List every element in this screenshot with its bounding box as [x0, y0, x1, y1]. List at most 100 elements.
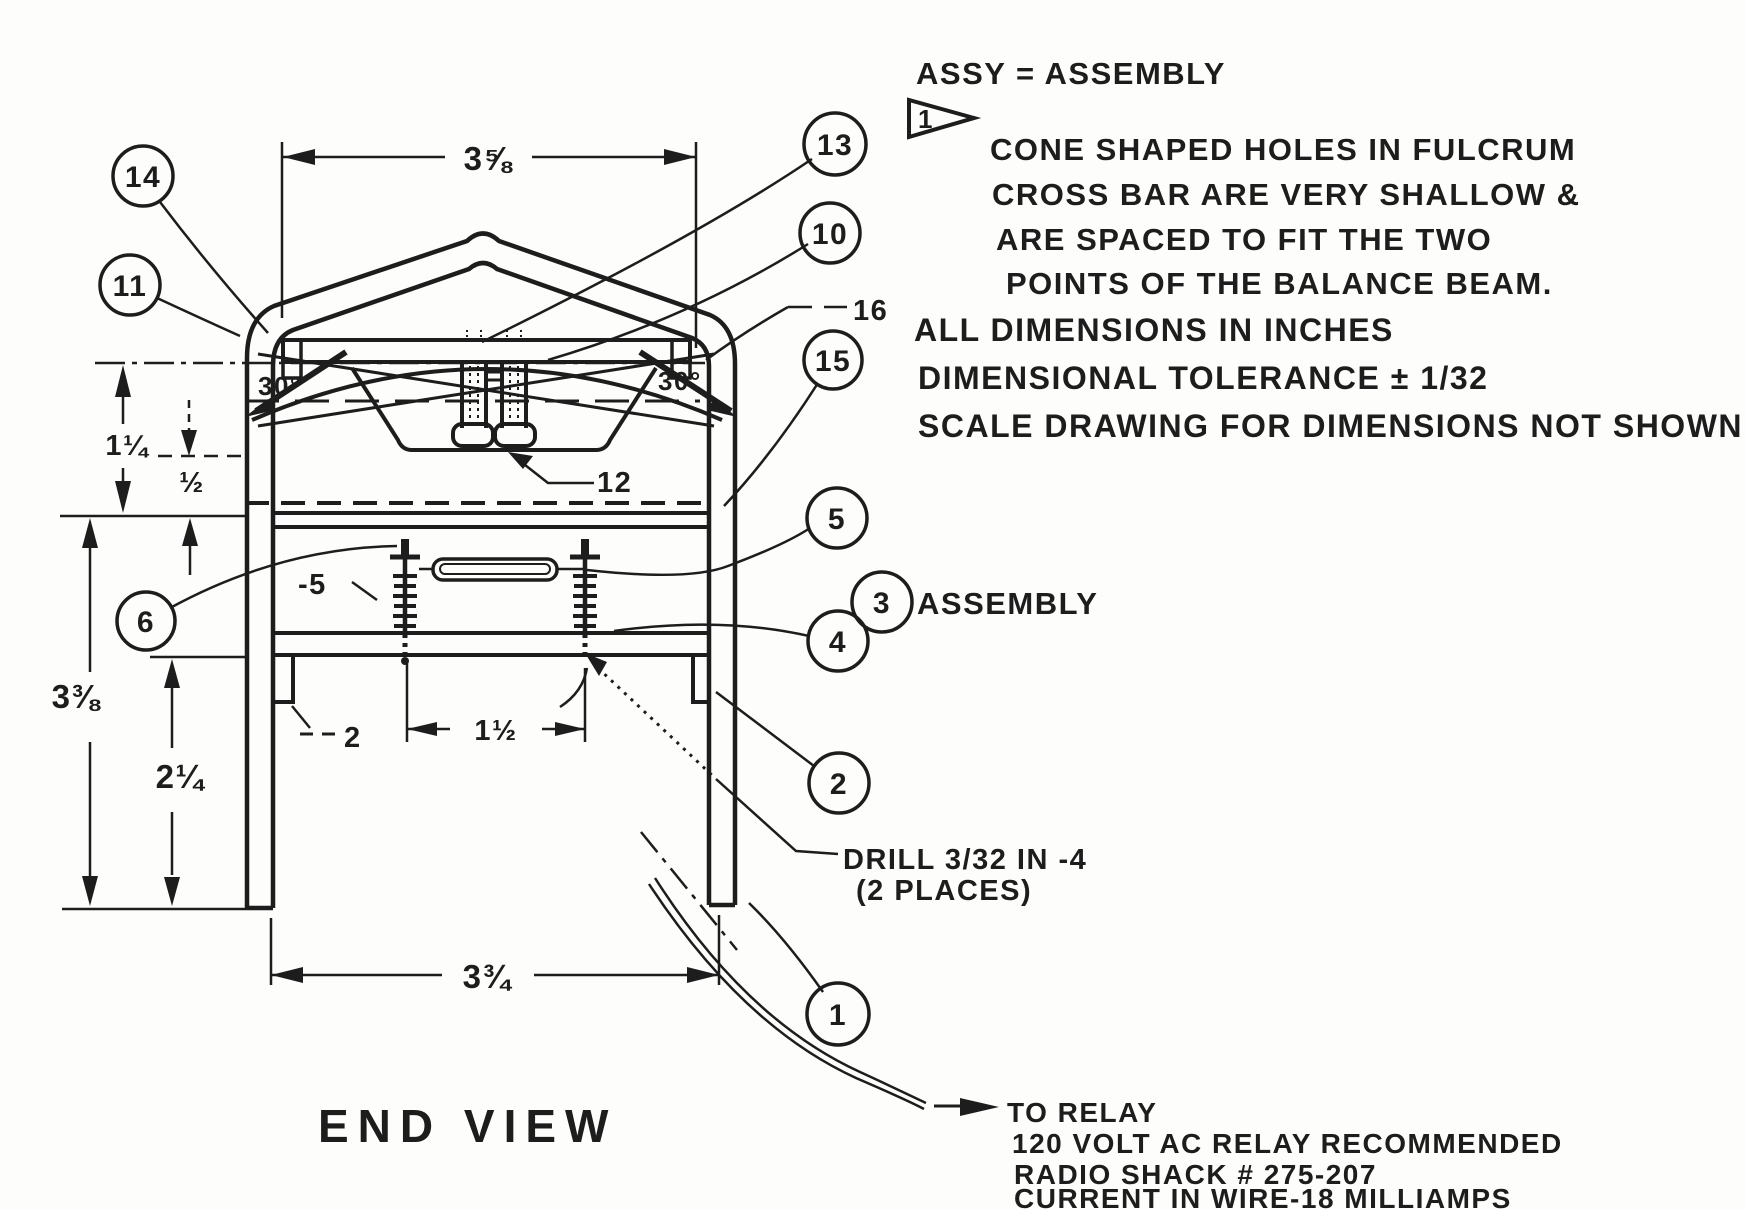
- flag-note-line1: CONE SHAPED HOLES IN FULCRUM: [990, 132, 1576, 167]
- balloon-15-label: 15: [815, 345, 851, 378]
- frame-leg-bottom-ticks: [247, 902, 735, 911]
- frame-outer-outline: [244, 231, 738, 908]
- dim-bottom-width: 3¾: [62, 907, 721, 995]
- balloon-14: [111, 144, 175, 208]
- balloon-11: [98, 253, 162, 317]
- balloon-6: [115, 590, 177, 652]
- dim-upper-offset: 1¼: [105, 365, 150, 513]
- lower-plate: [273, 631, 709, 657]
- dim-top-width-label: 3⅝: [464, 140, 514, 177]
- leader-1: [748, 902, 825, 993]
- drill-callout: DRILL 3/32 IN -4 (2 PLACES): [585, 653, 1087, 907]
- dim-half-arrow-up: [182, 518, 198, 546]
- label-12: 12: [597, 467, 632, 499]
- frame: [244, 231, 738, 911]
- angle-right-label: 30°: [658, 366, 702, 396]
- drill-arrowhead: [585, 653, 607, 676]
- dim-114-arrow-up: [115, 365, 131, 397]
- notes-block: ASSY = ASSEMBLY 1 CONE SHAPED HOLES IN F…: [907, 56, 1742, 444]
- dim-leg-height: 2¼: [150, 655, 247, 906]
- flag-triangle-icon: [907, 97, 982, 140]
- leader-11: [156, 296, 241, 338]
- general-note-line1: ALL DIMENSIONS IN INCHES: [914, 312, 1394, 348]
- assembly-label: ASSEMBLY: [917, 586, 1098, 621]
- leader-13: [481, 157, 813, 344]
- balloon-10: [798, 201, 862, 265]
- beam-arrowhead-right: [707, 399, 737, 417]
- label-12-arrowhead: [508, 452, 533, 469]
- drill-dotted-leader: [596, 666, 718, 781]
- link-pill-inner: [439, 563, 551, 575]
- dim-frame-height: 3⅜: [52, 518, 100, 906]
- plates: [60, 511, 709, 704]
- flag-note-line3: ARE SPACED TO FIT THE TWO: [996, 222, 1492, 257]
- balloon-13-label: 13: [817, 129, 853, 162]
- label-2-leader: [291, 705, 311, 729]
- dim-bottom-arrow-right: [687, 967, 719, 983]
- balloon-14-label: 14: [125, 161, 161, 194]
- balloon-10-label: 10: [812, 218, 848, 251]
- dim-bolt-arrow-left: [407, 722, 437, 736]
- wire-centerline-diagonal: [640, 831, 738, 951]
- trough-outline: [350, 366, 658, 452]
- balloon-2-label: 2: [830, 768, 848, 801]
- left-foot-bracket: [273, 655, 295, 704]
- leader-15: [723, 382, 820, 507]
- leader-14: [159, 201, 269, 334]
- drill-note-line2: (2 PLACES): [856, 875, 1032, 907]
- balloon-5: [805, 486, 869, 550]
- dim-bolt-arrow-right: [555, 722, 585, 736]
- part-labels: 12 -5 2 16: [291, 295, 888, 754]
- dim-bolt-spacing: 1½: [405, 662, 589, 747]
- balloon-11-label: 11: [113, 270, 148, 303]
- balloon-6-label: 6: [137, 606, 155, 639]
- link-pill-outer: [431, 557, 559, 582]
- leader-5: [586, 526, 811, 577]
- right-post-foot: [493, 422, 537, 448]
- view-title: END VIEW: [318, 1100, 617, 1152]
- dim-plate-gap-label: ½: [179, 467, 205, 499]
- leader-4: [613, 623, 810, 638]
- abbrev-note: ASSY = ASSEMBLY: [916, 56, 1226, 91]
- dim-338-arrow-down: [82, 876, 98, 906]
- flag-note-line4: POINTS OF THE BALANCE BEAM.: [1006, 266, 1553, 301]
- dim-bottom-arrow-left: [271, 967, 303, 983]
- relay-wire: TO RELAY 120 VOLT AC RELAY RECOMMENDED R…: [640, 831, 1561, 1210]
- dim-214-arrow-down: [164, 877, 180, 906]
- balloon-13: [802, 111, 868, 177]
- right-foot-bracket: [691, 655, 709, 704]
- leader-10: [547, 242, 809, 362]
- balloon-5-label: 5: [828, 503, 846, 536]
- label-minus5-leader: [351, 580, 378, 602]
- dim-upper-offset-label: 1¼: [105, 430, 150, 462]
- flag-number: 1: [918, 104, 934, 134]
- wire-arrowhead: [960, 1098, 999, 1116]
- label-minus5: -5: [298, 569, 327, 601]
- label-16: 16: [853, 295, 888, 327]
- left-post-lines: [460, 362, 488, 428]
- dim-bottom-width-label: 3¾: [463, 958, 513, 995]
- dim-leg-height-label: 2¼: [156, 758, 206, 795]
- post-rung: [486, 370, 502, 382]
- dim-bolt-hook: [559, 667, 589, 709]
- general-note-line2: DIMENSIONAL TOLERANCE ± 1/32: [918, 360, 1488, 396]
- label-2: 2: [344, 722, 362, 754]
- dim-top-width: 3⅝: [280, 140, 698, 348]
- label-12-leader: [519, 460, 594, 485]
- dim-top-extension-lines: [280, 142, 698, 348]
- upper-plate: [273, 511, 709, 529]
- label-16-leader: [705, 305, 789, 362]
- dim-bolt-spacing-label: 1½: [474, 715, 517, 747]
- balloon-3-label: 3: [873, 587, 891, 620]
- drill-solid-leader: [715, 778, 839, 856]
- dim-338-arrow-up: [82, 518, 98, 548]
- balloon-15: [802, 329, 864, 391]
- post-hidden-lines: [469, 366, 519, 424]
- leader-6: [169, 544, 398, 610]
- beam-arrowhead-left: [245, 399, 275, 417]
- balloon-callouts: 14 11 13 10 15 5 6 3 ASSEMBLY 4 2 1: [98, 111, 1098, 1047]
- cone-hole-hidden-lines: [466, 330, 522, 340]
- drill-note-line1: DRILL 3/32 IN -4: [843, 844, 1087, 876]
